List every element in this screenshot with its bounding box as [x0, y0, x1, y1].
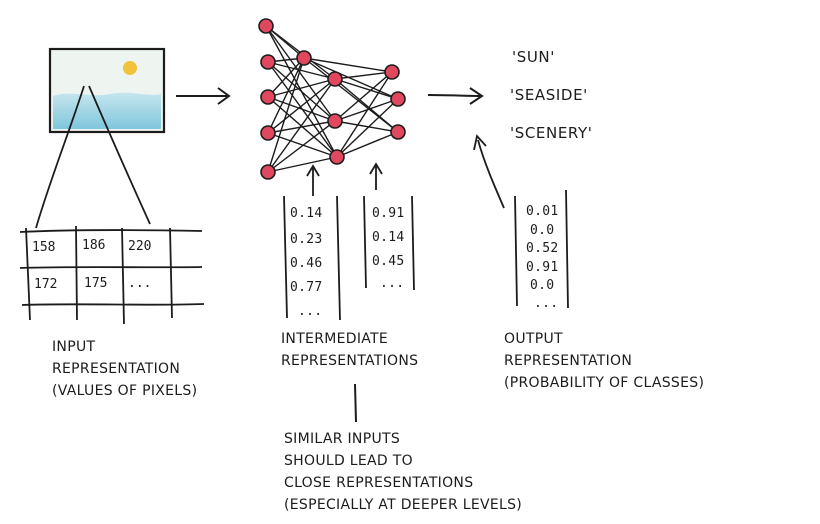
pixel-cell: 220	[128, 239, 152, 254]
network-edge	[303, 57, 393, 73]
network-edge	[334, 78, 399, 133]
arrow-vector1-to-layer	[306, 164, 320, 196]
network-edge	[267, 96, 336, 122]
arrow-network-to-classes	[427, 87, 484, 105]
network-nodes	[258, 18, 406, 180]
network-edge	[267, 61, 336, 80]
network-node	[327, 113, 343, 129]
network-node	[260, 89, 276, 105]
note-pointer-line	[354, 383, 357, 423]
network-node	[329, 149, 345, 165]
class-label-scenery: 'SCENERY'	[510, 124, 593, 142]
image-to-table-line-right	[88, 85, 151, 225]
output-value: ...	[534, 296, 559, 311]
network-edge	[267, 120, 336, 173]
network-edge	[334, 98, 399, 122]
pixel-cell: ...	[128, 276, 152, 291]
pixel-cell: 175	[84, 276, 108, 291]
output-label-line: REPRESENTATION	[504, 353, 633, 369]
network-edge	[303, 57, 399, 100]
network-edge	[267, 78, 336, 134]
output-value: 0.0	[530, 223, 555, 238]
vector-value: 0.91	[372, 206, 405, 221]
network-node	[390, 124, 406, 140]
output-value: 0.01	[526, 204, 559, 219]
input-label-line: REPRESENTATION	[52, 361, 181, 377]
sun-icon	[123, 61, 137, 75]
network-node	[390, 91, 406, 107]
sea-region	[53, 92, 161, 129]
arrow-output-to-classes	[473, 134, 505, 209]
network-edge	[334, 78, 399, 100]
network-connections	[265, 25, 399, 173]
vector-value: 0.46	[290, 256, 323, 271]
network-node	[260, 164, 276, 180]
network-edge	[334, 120, 399, 133]
network-node	[260, 125, 276, 141]
pixel-cell: 186	[82, 238, 106, 253]
network-node	[296, 50, 312, 66]
network-edge	[267, 78, 336, 173]
arrow-vector2-to-layer	[369, 162, 383, 190]
vector-value: ...	[298, 304, 323, 319]
vector-value: 0.14	[372, 230, 405, 245]
note-label-line: (ESPECIALLY AT DEEPER LEVELS)	[284, 497, 523, 513]
class-label-sun: 'SUN'	[512, 48, 555, 66]
network-edge	[336, 98, 399, 158]
network-edge	[267, 78, 336, 98]
output-value: 0.0	[530, 278, 555, 293]
network-edge	[267, 57, 305, 173]
vector-value: 0.77	[290, 280, 323, 295]
vector-value: 0.14	[290, 206, 323, 221]
network-node	[327, 71, 343, 87]
output-value: 0.91	[526, 260, 559, 275]
network-node	[260, 54, 276, 70]
class-label-seaside: 'SEASIDE'	[510, 86, 588, 104]
network-edge	[336, 131, 399, 158]
network-edge	[267, 61, 336, 122]
input-label-line: INPUT	[52, 339, 96, 355]
intermediate-label-line: INTERMEDIATE	[281, 331, 389, 347]
network-edge	[334, 71, 393, 80]
output-value: 0.52	[526, 241, 559, 256]
note-label-line: SIMILAR INPUTS	[284, 431, 401, 447]
network-edge	[265, 25, 336, 122]
arrow-image-to-network	[175, 87, 231, 105]
pixel-table-grid	[19, 225, 205, 325]
pixel-cell: 172	[34, 277, 58, 292]
intermediate-label-line: REPRESENTATIONS	[281, 353, 419, 369]
pixel-cell: 158	[32, 240, 56, 255]
network-node	[258, 18, 274, 34]
vector-value: 0.45	[372, 254, 405, 269]
network-node	[384, 64, 400, 80]
network-edge	[334, 71, 393, 122]
input-image	[48, 47, 166, 134]
network-edge	[267, 57, 305, 98]
image-to-table-line-left	[35, 85, 85, 229]
vector-brackets	[283, 189, 569, 321]
output-label-line: OUTPUT	[504, 331, 563, 347]
network-edge	[336, 71, 393, 158]
note-label-line: SHOULD LEAD TO	[284, 453, 413, 469]
input-label-line: (VALUES OF PIXELS)	[52, 383, 198, 399]
network-edge	[267, 57, 305, 134]
vector-value: ...	[380, 276, 405, 291]
network-edge	[267, 156, 338, 173]
output-label-line: (PROBABILITY OF CLASSES)	[504, 375, 705, 391]
vector-value: 0.23	[290, 232, 323, 247]
network-edge	[267, 120, 336, 134]
note-label-line: CLOSE REPRESENTATIONS	[284, 475, 474, 491]
